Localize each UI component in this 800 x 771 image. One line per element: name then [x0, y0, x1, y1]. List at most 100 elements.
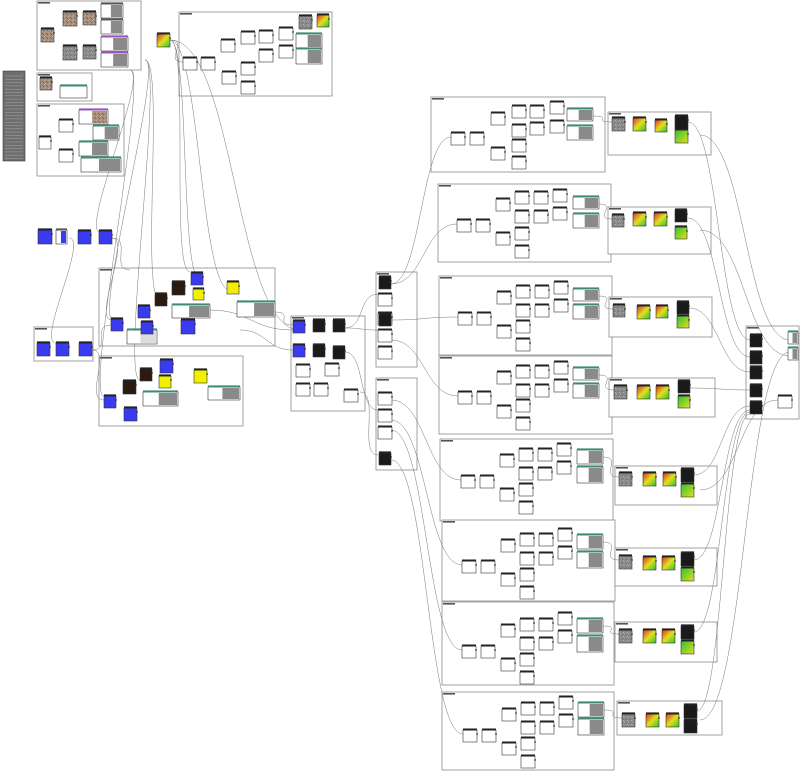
- graph-node[interactable]: [514, 190, 530, 205]
- texture-preview-node[interactable]: [190, 271, 204, 286]
- node-output-socket-icon[interactable]: [328, 18, 330, 20]
- preview-node[interactable]: [78, 108, 109, 125]
- node-output-socket-icon[interactable]: [53, 32, 55, 34]
- graph-node[interactable]: [295, 382, 311, 397]
- node-output-socket-icon[interactable]: [151, 372, 153, 374]
- texture-preview-node[interactable]: [39, 76, 53, 91]
- node-output-socket-icon[interactable]: [254, 85, 256, 87]
- graph-node[interactable]: [295, 363, 311, 378]
- preview-node[interactable]: [576, 550, 604, 569]
- graph-node[interactable]: [518, 447, 534, 462]
- texture-preview-node[interactable]: [123, 406, 138, 422]
- graph-node[interactable]: [377, 292, 393, 307]
- graph-node[interactable]: [519, 551, 535, 566]
- node-output-socket-icon[interactable]: [68, 346, 70, 348]
- preview-node[interactable]: [572, 366, 600, 381]
- graph-node[interactable]: [461, 644, 477, 659]
- node-output-socket-icon[interactable]: [761, 338, 763, 340]
- texture-preview-node[interactable]: [62, 44, 78, 61]
- node-output-socket-icon[interactable]: [529, 342, 531, 344]
- node-output-socket-icon[interactable]: [567, 383, 569, 385]
- graph-node[interactable]: [501, 741, 517, 756]
- texture-preview-node[interactable]: [36, 341, 51, 357]
- texture-preview-node[interactable]: [749, 350, 763, 365]
- node-output-socket-icon[interactable]: [391, 396, 393, 398]
- texture-preview-node[interactable]: [680, 566, 695, 582]
- node-output-socket-icon[interactable]: [693, 472, 695, 474]
- node-output-socket-icon[interactable]: [304, 324, 306, 326]
- node-output-socket-icon[interactable]: [136, 411, 138, 413]
- graph-node[interactable]: [514, 209, 530, 224]
- preview-node[interactable]: [787, 330, 799, 345]
- node-output-socket-icon[interactable]: [533, 572, 535, 574]
- node-output-socket-icon[interactable]: [543, 126, 545, 128]
- node-output-socket-icon[interactable]: [72, 123, 74, 125]
- node-output-socket-icon[interactable]: [172, 363, 174, 365]
- texture-preview-node[interactable]: [180, 318, 196, 335]
- texture-preview-node[interactable]: [654, 118, 668, 133]
- node-output-socket-icon[interactable]: [474, 479, 476, 481]
- texture-preview-node[interactable]: [312, 343, 326, 358]
- node-output-socket-icon[interactable]: [761, 405, 763, 407]
- node-output-socket-icon[interactable]: [534, 741, 536, 743]
- node-output-socket-icon[interactable]: [391, 350, 393, 352]
- preview-node[interactable]: [577, 717, 605, 736]
- node-output-socket-icon[interactable]: [514, 577, 516, 579]
- node-output-socket-icon[interactable]: [543, 109, 545, 111]
- node-output-socket-icon[interactable]: [344, 323, 346, 325]
- texture-preview-node[interactable]: [298, 14, 313, 30]
- node-output-socket-icon[interactable]: [470, 223, 472, 225]
- node-output-socket-icon[interactable]: [631, 559, 633, 561]
- node-output-socket-icon[interactable]: [624, 121, 626, 123]
- texture-preview-node[interactable]: [612, 303, 626, 318]
- node-output-socket-icon[interactable]: [510, 329, 512, 331]
- node-output-socket-icon[interactable]: [552, 537, 554, 539]
- node-output-socket-icon[interactable]: [525, 160, 527, 162]
- texture-preview-node[interactable]: [680, 639, 695, 655]
- node-output-socket-icon[interactable]: [196, 61, 198, 63]
- graph-node[interactable]: [461, 559, 477, 574]
- node-output-socket-icon[interactable]: [548, 388, 550, 390]
- node-output-socket-icon[interactable]: [272, 53, 274, 55]
- graph-node[interactable]: [58, 118, 74, 133]
- node-properties-sidebar[interactable]: [2, 70, 26, 162]
- texture-preview-node[interactable]: [661, 555, 676, 571]
- graph-node[interactable]: [343, 388, 359, 403]
- node-output-socket-icon[interactable]: [547, 195, 549, 197]
- graph-node[interactable]: [556, 460, 572, 475]
- graph-node[interactable]: [457, 311, 473, 326]
- graph-node[interactable]: [515, 337, 531, 352]
- node-output-socket-icon[interactable]: [184, 285, 186, 287]
- node-output-socket-icon[interactable]: [513, 458, 515, 460]
- node-output-socket-icon[interactable]: [509, 236, 511, 238]
- texture-preview-node[interactable]: [677, 394, 691, 409]
- graph-node[interactable]: [377, 345, 393, 360]
- texture-preview-node[interactable]: [192, 287, 205, 301]
- node-output-socket-icon[interactable]: [391, 333, 393, 335]
- texture-preview-node[interactable]: [642, 628, 657, 644]
- graph-node[interactable]: [500, 538, 516, 553]
- node-output-socket-icon[interactable]: [551, 452, 553, 454]
- graph-node[interactable]: [240, 61, 256, 76]
- node-output-socket-icon[interactable]: [532, 487, 534, 489]
- graph-node[interactable]: [557, 545, 573, 560]
- node-output-socket-icon[interactable]: [391, 413, 393, 415]
- texture-preview-node[interactable]: [674, 114, 689, 130]
- node-output-socket-icon[interactable]: [696, 708, 698, 710]
- node-output-socket-icon[interactable]: [532, 505, 534, 507]
- node-output-socket-icon[interactable]: [689, 384, 691, 386]
- graph-node[interactable]: [511, 123, 527, 138]
- graph-node[interactable]: [557, 611, 573, 626]
- node-output-socket-icon[interactable]: [655, 633, 657, 635]
- node-output-socket-icon[interactable]: [761, 370, 763, 372]
- node-output-socket-icon[interactable]: [552, 622, 554, 624]
- node-output-socket-icon[interactable]: [687, 119, 689, 121]
- graph-node[interactable]: [278, 26, 294, 41]
- texture-preview-node[interactable]: [193, 368, 208, 384]
- graph-node[interactable]: [377, 391, 393, 406]
- node-output-socket-icon[interactable]: [761, 388, 763, 390]
- texture-preview-node[interactable]: [662, 471, 677, 487]
- node-output-socket-icon[interactable]: [234, 43, 236, 45]
- node-output-socket-icon[interactable]: [509, 202, 511, 204]
